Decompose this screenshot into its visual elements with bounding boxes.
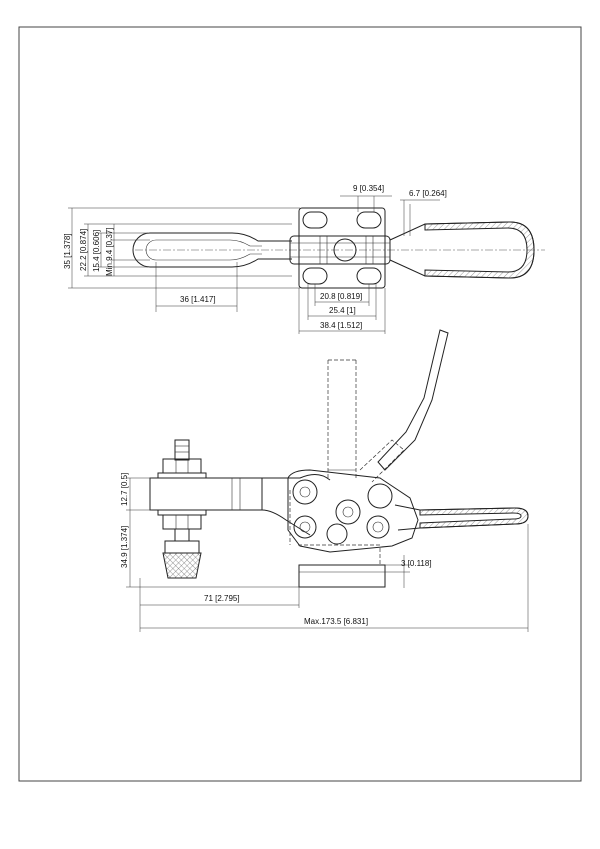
dim-min-9-4: Min.9.4 [0.37]: [105, 228, 114, 276]
dim-15-4: 15.4 [0.606]: [92, 230, 101, 272]
spindle-slot: [145, 239, 262, 261]
dim-71: 71 [2.795]: [204, 594, 240, 603]
handle-grip-side: [419, 507, 529, 529]
upper-nut: [162, 458, 202, 474]
spindle-thread: [174, 439, 190, 461]
handle-open-phantom: [327, 359, 357, 480]
handle-grip-top: [424, 221, 535, 279]
dim-22-2: 22.2 [0.874]: [79, 229, 88, 271]
mount-slot-tr: [356, 211, 382, 229]
pivot-6: [326, 523, 348, 545]
dim-3: 3 [0.118]: [401, 559, 432, 568]
lower-nut: [162, 514, 202, 530]
dim-9: 9 [0.354]: [353, 184, 384, 193]
dim-max-173-5: Max.173.5 [6.831]: [304, 617, 368, 626]
drawing-frame: [18, 26, 582, 782]
pivot-5: [366, 515, 390, 539]
mount-slot-br: [356, 267, 382, 285]
base-plate-top: [298, 207, 386, 289]
dim-20-8: 20.8 [0.819]: [320, 292, 362, 301]
clamp-arm: [149, 477, 263, 511]
linkage-body-top: [289, 235, 391, 265]
pivot-4: [293, 515, 317, 539]
spindle-arm-outline: [132, 232, 292, 268]
lower-washer: [157, 509, 207, 516]
side-view: 12.7 [0.5] 34.9 [1.374] 3 [0.118] 71 [2.…: [120, 329, 529, 632]
pivot-top: [333, 238, 357, 262]
dim-36: 36 [1.417]: [180, 295, 216, 304]
pivot-2: [335, 499, 361, 525]
mount-slot-tl: [302, 211, 328, 229]
dim-25-4: 25.4 [1]: [329, 306, 356, 315]
mount-slot-bl: [302, 267, 328, 285]
upper-washer: [157, 472, 207, 479]
dim-34-9: 34.9 [1.374]: [120, 526, 129, 568]
linkage-body-side: [287, 469, 419, 553]
pivot-1: [292, 479, 318, 505]
base-block: [298, 564, 386, 588]
dim-35: 35 [1.378]: [63, 233, 72, 269]
dim-6-7: 6.7 [0.264]: [409, 189, 447, 198]
dim-12-7: 12.7 [0.5]: [120, 473, 129, 506]
dim-38-4: 38.4 [1.512]: [320, 321, 362, 330]
handle-raised-position: [377, 329, 449, 471]
top-view: 9 [0.354] 6.7 [0.264] 35 [1.378] 22.2 [0…: [63, 184, 545, 334]
tip-nut: [164, 540, 200, 554]
pivot-3: [367, 483, 393, 509]
